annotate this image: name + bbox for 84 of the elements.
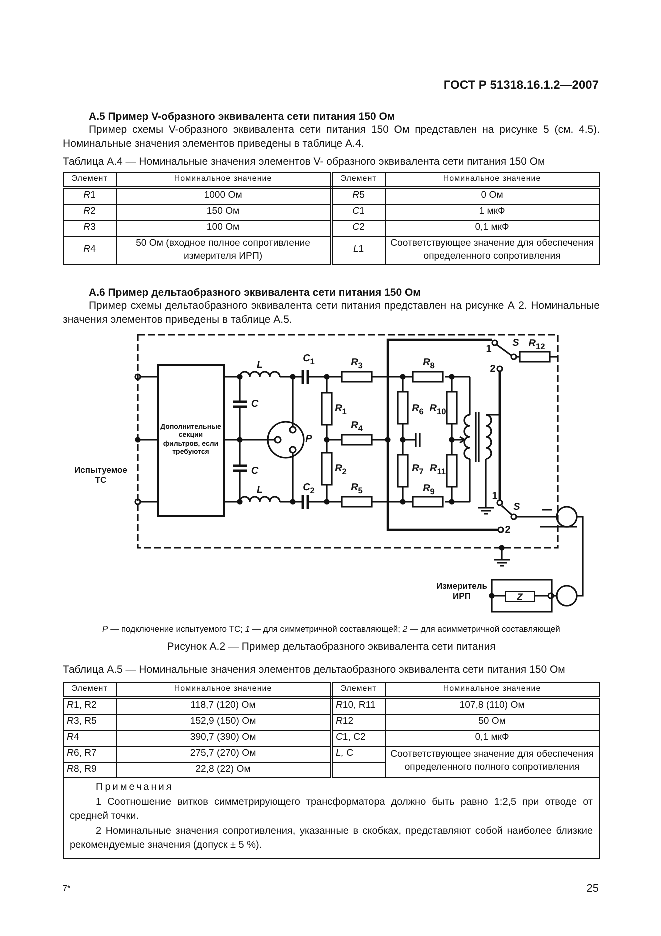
section-heading: А.6 Пример дельтаобразного эквивалента сети питания 150 Ом xyxy=(89,287,421,301)
table-cell: Соответствующее значение для обеспечения определенного полного сопротивления xyxy=(385,746,600,778)
table-cell: R2 xyxy=(64,204,116,220)
table-cell: 107,8 (110) Ом xyxy=(385,697,600,714)
circuit-label: Испытуемое ТС xyxy=(74,464,128,486)
table-cell: L1 xyxy=(331,236,386,265)
table-cell: 100 Ом xyxy=(116,220,332,236)
table-cell: R3, R5 xyxy=(64,714,116,730)
component-label: R$_{5}$ xyxy=(351,483,363,495)
table-cell: R4 xyxy=(64,730,116,746)
table-cell: 150 Ом xyxy=(116,204,332,220)
table-caption: Таблица А.4 — Номинальные значения элементов V- образного эквивалента сети питания 150 Ом xyxy=(63,156,546,170)
header-cell: Элемент xyxy=(331,172,386,188)
table-cell: 1000 Ом xyxy=(116,187,332,204)
table-cell: R4 xyxy=(64,236,116,265)
table-cell: 1 мкФ xyxy=(385,204,600,220)
table-cell: R8, R9 xyxy=(64,762,116,778)
table-cell: 118,7 (120) Ом xyxy=(116,697,332,714)
component-label: R$_{4}$ xyxy=(351,421,363,433)
header-cell: Номинальное значение xyxy=(385,172,600,188)
table-caption: Таблица А.5 — Номинальные значения элементов дельтаобразного эквивалента сети питания 150 Ом xyxy=(63,664,566,678)
table-cell: 275,7 (270) Ом xyxy=(116,746,332,762)
table-cell: R12 xyxy=(331,714,386,730)
component-label: C$_{2}$ xyxy=(303,483,315,495)
component-label: 1 xyxy=(492,492,498,502)
component-label: R$_{7}$ xyxy=(412,464,424,476)
figure-note: P — подключение испытуемого ТС; 1 — для симметричной составляющей; 2 — для асимметричной составляющей xyxy=(102,624,562,636)
table-cell: R1 xyxy=(64,187,116,204)
table-cell: 50 Ом xyxy=(385,714,600,730)
table-cell: C1, C2 xyxy=(331,730,386,746)
table-cell: 152,9 (150) Ом xyxy=(116,714,332,730)
component-label: R$_{6}$ xyxy=(412,404,424,416)
header-cell: Элемент xyxy=(331,682,386,698)
table-cell: 50 Ом (входное полное сопротивление измерителя ИРП) xyxy=(116,236,332,265)
component-label: R$_{3}$ xyxy=(351,358,363,370)
component-label: P xyxy=(306,435,312,445)
component-label: 1 xyxy=(486,345,492,355)
table-cell: Соответствующее значение для обеспечения определенного сопротивления xyxy=(385,236,600,265)
document-number: ГОСТ Р 51318.16.1.2—2007 xyxy=(444,78,599,94)
component-label: 2 xyxy=(505,526,511,536)
page-number: 25 xyxy=(586,882,599,896)
table-cell: L, C xyxy=(331,746,386,762)
header-cell: Номинальное значение xyxy=(116,172,332,188)
note-text: 1 Соотношение витков симметрирующего трансформатора должно быть равно 1:2,5 при отводе от средней точки. xyxy=(70,796,593,824)
paragraph: Пример схемы V-образного эквивалента сети питания 150 Ом представлен на рисунке 5 (см. 4.5). Номинальные значения элементов приведены в таблице А.4. xyxy=(63,124,600,152)
impedance-box: Z xyxy=(505,591,535,602)
component-label: R$_{12}$ xyxy=(528,339,546,351)
table-cell: R3 xyxy=(64,220,116,236)
header-cell: Номинальное значение xyxy=(385,682,600,698)
note-text: 2 Номинальные значения сопротивления, указанные в скобках, представляют собой наиболее близкие рекомендуемые значения (допуск ± 5 %). xyxy=(70,824,593,854)
component-label: L xyxy=(256,361,264,371)
header-cell: Номинальное значение xyxy=(116,682,332,698)
component-label: R$_{9}$ xyxy=(423,484,435,496)
component-label: R$_{2}$ xyxy=(335,464,347,476)
component-label: C xyxy=(251,467,259,477)
table-cell: 0 Ом xyxy=(385,187,600,204)
table-cell: R6, R7 xyxy=(64,746,116,762)
paragraph: Пример схемы дельтаобразного эквивалента сети питания представлен на рисунке А 2. Номинальные значения элементов приведены в таблице А.5. xyxy=(63,300,600,328)
component-label: S xyxy=(512,339,520,349)
component-label: S xyxy=(514,503,520,513)
table-cell: 22,8 (22) Ом xyxy=(116,762,332,778)
header-cell: Элемент xyxy=(64,682,116,698)
table-cell: 0,1 мкФ xyxy=(385,220,600,236)
table-cell: 0,1 мкФ xyxy=(385,730,600,746)
figure-caption: Рисунок А.2 — Пример дельтаобразного эквивалента сети питания xyxy=(166,641,497,655)
component-label: R$_{1}$ xyxy=(335,404,347,416)
component-label: R$_{10}$ xyxy=(430,404,446,416)
component-label: R$_{11}$ xyxy=(430,464,446,476)
component-label: C$_{1}$ xyxy=(303,354,315,366)
notes-heading: Примечания xyxy=(95,781,175,796)
component-label: 2 xyxy=(490,365,496,375)
table-cell: C2 xyxy=(331,220,386,236)
component-label: C xyxy=(251,400,259,410)
table-cell: R10, R11 xyxy=(331,697,386,714)
table-cell: C1 xyxy=(331,204,386,220)
circuit-label: Измеритель ИРП xyxy=(435,580,489,602)
component-label: L xyxy=(256,486,264,496)
page-footnote-mark: 7* xyxy=(63,884,71,894)
table-cell: 390,7 (390) Ом xyxy=(116,730,332,746)
component-label: R$_{8}$ xyxy=(423,358,435,370)
section-heading: А.5 Пример V-образного эквивалента сети питания 150 Ом xyxy=(89,111,396,125)
header-cell: Элемент xyxy=(64,172,116,188)
table-cell: R1, R2 xyxy=(64,697,116,714)
table-cell: R5 xyxy=(331,187,386,204)
